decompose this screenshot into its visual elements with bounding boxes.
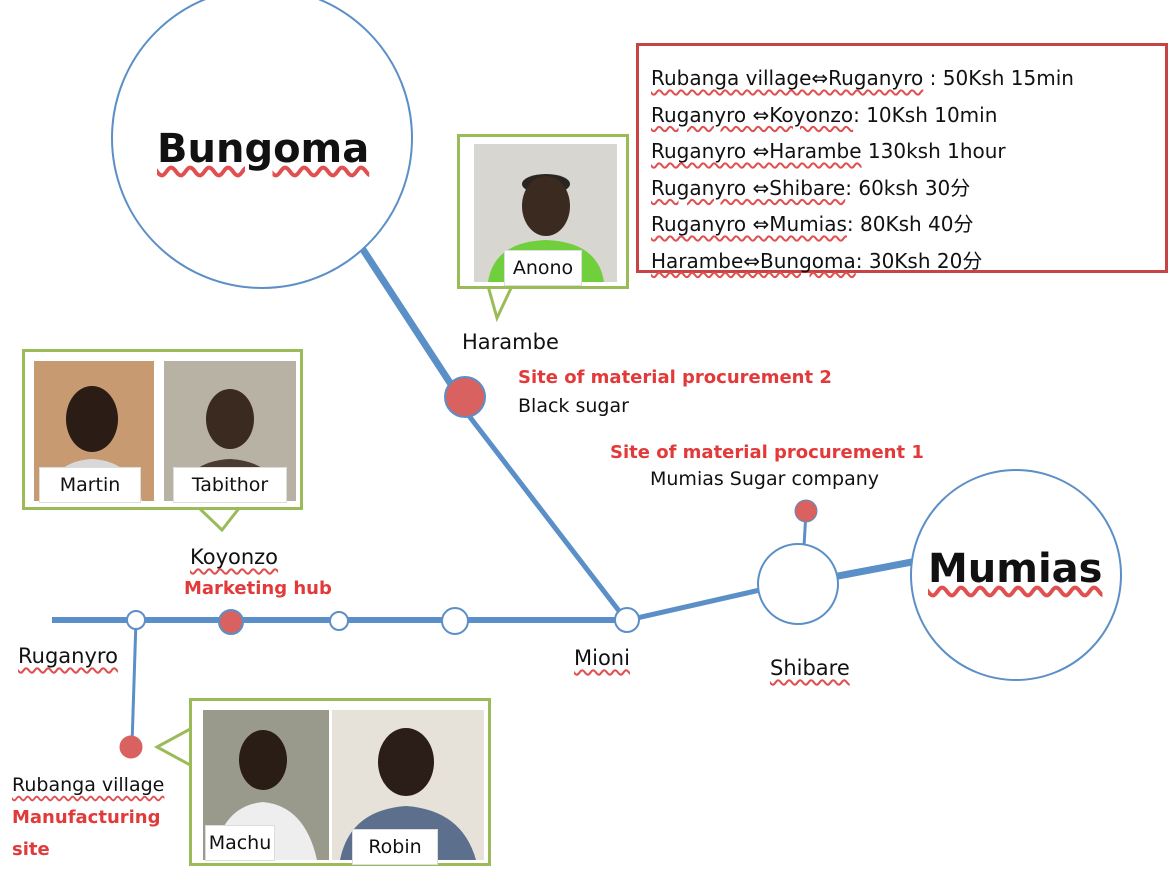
ruganyro-node[interactable] xyxy=(126,610,146,630)
rubanga-callout-tail xyxy=(153,725,194,769)
rubanga-card: Machu Robin xyxy=(189,698,491,866)
route-harambe-mioni xyxy=(464,410,628,622)
koyonzo-callout-tail xyxy=(194,505,244,533)
fare-row: Ruganyro ⇔Mumias: 80Ksh 40分 xyxy=(651,206,1165,243)
fare-detail: : 10Ksh 10min xyxy=(853,102,998,127)
manufacturing-label-line1: Manufacturing xyxy=(12,807,161,828)
fare-row: Harambe⇔Bungoma: 30Ksh 20分 xyxy=(651,243,1165,280)
fare-detail: : 30Ksh 20分 xyxy=(855,248,983,273)
fare-row: Ruganyro ⇔Harambe 130ksh 1hour xyxy=(651,133,1165,170)
fare-route: Rubanga village⇔Ruganyro xyxy=(651,66,924,90)
route-rubanga-branch xyxy=(130,619,138,746)
shibare-node[interactable] xyxy=(757,543,839,625)
anono-card: Anono xyxy=(457,134,629,289)
procurement-2-label: Site of material procurement 2 xyxy=(518,367,832,388)
fare-route: Ruganyro ⇔Shibare xyxy=(651,175,846,200)
mumias-label: Mumias xyxy=(928,546,1103,592)
route-shibare-mumias xyxy=(837,558,913,580)
fare-route: Ruganyro ⇔Mumias xyxy=(651,212,847,236)
sugar-company-label: Mumias Sugar company xyxy=(650,468,880,490)
fare-route: Ruganyro ⇔Koyonzo xyxy=(651,102,854,127)
manufacturing-label-line2: site xyxy=(12,839,50,860)
fare-table: Rubanga village⇔Ruganyro : 50Ksh 15min R… xyxy=(636,43,1168,273)
station-node[interactable] xyxy=(441,607,469,635)
koyonzo-card: Martin Tabithor xyxy=(22,349,303,510)
martin-name: Martin xyxy=(39,467,141,503)
shibare-label: Shibare xyxy=(770,656,850,680)
fare-row: Rubanga village⇔Ruganyro : 50Ksh 15min xyxy=(651,60,1165,97)
koyonzo-node[interactable] xyxy=(218,609,244,635)
bungoma-label: Bungoma xyxy=(157,126,370,172)
ruganyro-label: Ruganyro xyxy=(18,644,118,668)
fare-row: Ruganyro ⇔Shibare: 60ksh 30分 xyxy=(651,170,1165,207)
procurement-1-label: Site of material procurement 1 xyxy=(610,442,924,463)
rubanga-node[interactable] xyxy=(119,735,143,759)
fare-detail: : 80Ksh 40分 xyxy=(846,212,974,236)
mumias-circle[interactable] xyxy=(910,469,1122,681)
fare-route: Ruganyro ⇔Harambe xyxy=(651,139,862,163)
marketing-hub-label: Marketing hub xyxy=(184,578,332,599)
machu-name: Machu xyxy=(205,825,275,861)
harambe-node[interactable] xyxy=(444,376,486,418)
fare-detail: : 60ksh 30分 xyxy=(845,175,971,200)
robin-name: Robin xyxy=(352,829,438,865)
sugar-company-node[interactable] xyxy=(794,499,818,523)
mioni-node[interactable] xyxy=(614,607,640,633)
mioni-label: Mioni xyxy=(574,646,630,670)
tabithor-name: Tabithor xyxy=(173,467,287,503)
fare-detail: : 50Ksh 15min xyxy=(923,66,1074,90)
rubanga-label-text: Rubanga village xyxy=(12,774,165,796)
station-node[interactable] xyxy=(329,611,349,631)
fare-route: Harambe⇔Bungoma xyxy=(651,248,856,273)
bungoma-circle[interactable] xyxy=(111,0,413,289)
koyonzo-label: Koyonzo xyxy=(190,545,279,569)
route-mioni-shibare xyxy=(627,587,761,623)
rubanga-label: Rubanga village xyxy=(12,774,164,796)
route-bungoma-harambe xyxy=(357,243,461,397)
fare-row: Ruganyro ⇔Koyonzo: 10Ksh 10min xyxy=(651,97,1165,134)
black-sugar-label: Black sugar xyxy=(518,395,629,417)
fare-detail: 130ksh 1hour xyxy=(861,139,1006,163)
anono-name: Anono xyxy=(504,250,582,286)
harambe-label: Harambe xyxy=(462,330,559,354)
anono-callout-tail xyxy=(486,284,515,323)
